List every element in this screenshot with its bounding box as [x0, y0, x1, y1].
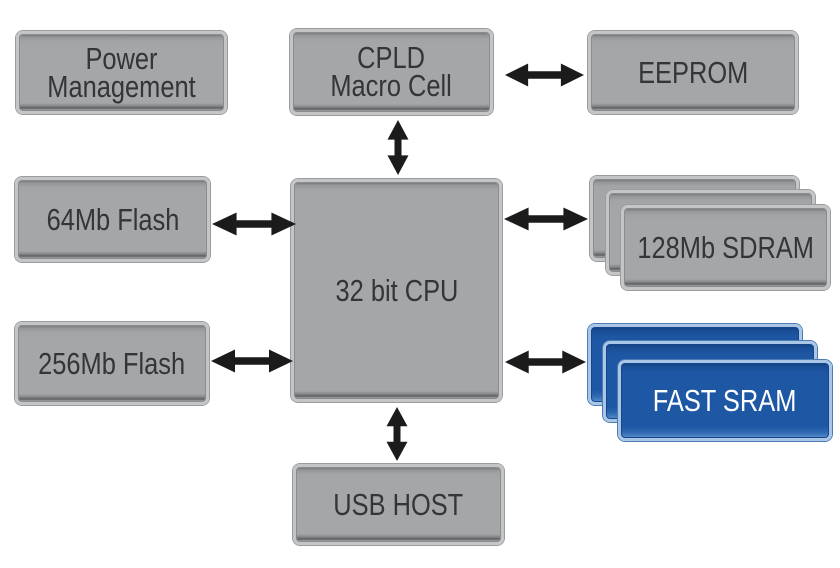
arrow-cpu-usb: [386, 407, 408, 461]
arrow-cpld-eeprom: [505, 63, 584, 87]
arrow-cpld-cpu: [387, 120, 409, 175]
node-cpld-macro-cell: CPLD Macro Cell: [290, 29, 493, 115]
node-label: 128Mb SDRAM: [637, 229, 814, 265]
node-label: EEPROM: [637, 54, 749, 90]
node-label: CPLD Macro Cell: [330, 40, 453, 103]
node-label: 32 bit CPU: [335, 272, 458, 308]
node-usb-host: USB HOST: [293, 464, 504, 545]
node-32bit-cpu: 32 bit CPU: [291, 179, 502, 402]
node-64mb-flash: 64Mb Flash: [15, 177, 210, 262]
arrow-cpu-sdram: [504, 207, 588, 231]
node-fast-sram: FAST SRAM: [618, 360, 832, 441]
node-power-management: Power Management: [16, 31, 227, 114]
node-eeprom: EEPROM: [588, 31, 798, 114]
arrow-256mbflash-cpu: [211, 349, 293, 373]
arrow-cpu-sram: [505, 350, 586, 374]
node-label: FAST SRAM: [653, 382, 797, 418]
node-label: 64Mb Flash: [46, 201, 179, 237]
node-128mb-sdram: 128Mb SDRAM: [621, 205, 830, 290]
node-label: USB HOST: [333, 486, 464, 522]
node-label: Power Management: [47, 40, 196, 104]
node-label: 256Mb Flash: [38, 345, 186, 381]
arrow-64mbflash-cpu: [212, 212, 296, 236]
node-256mb-flash: 256Mb Flash: [15, 322, 209, 405]
